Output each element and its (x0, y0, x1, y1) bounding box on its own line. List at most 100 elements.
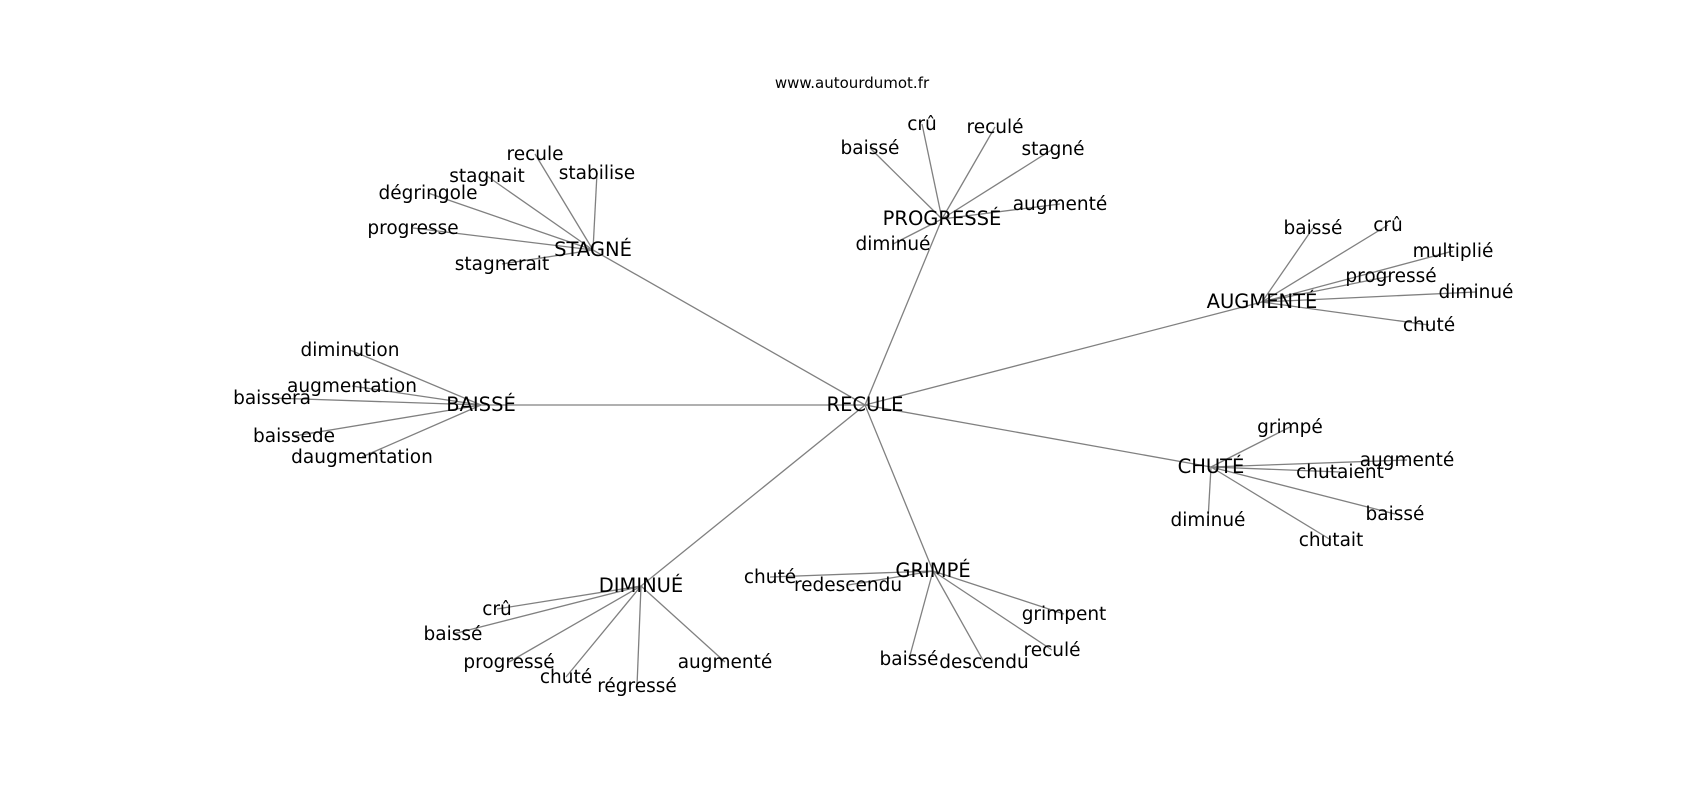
edge-baisse-leaf (349, 349, 482, 406)
edge-diminue-leaf (496, 585, 642, 610)
edge-chute-leaf (1210, 466, 1341, 473)
edge-diminue-leaf (640, 585, 726, 663)
edge-center-grimpe (864, 404, 934, 572)
leaf-node: baissé (424, 624, 483, 645)
edge-stagne-leaf (427, 192, 594, 251)
edge-stagne-leaf (486, 175, 594, 251)
leaf-node: progresse (367, 218, 458, 239)
leaf-node: diminué (1439, 282, 1514, 303)
edge-center-stagne (592, 249, 866, 406)
edge-chute-leaf (1207, 466, 1212, 521)
leaf-node: stagnait (449, 166, 524, 187)
leaf-node: chuté (1403, 315, 1455, 336)
center-node: RECULE (827, 393, 904, 416)
edge-augmente-leaf (1261, 227, 1314, 303)
edge-stagne-leaf (534, 153, 594, 251)
leaf-node: recule (507, 144, 564, 165)
leaf-node: diminution (301, 340, 400, 361)
leaf-node: diminué (856, 234, 931, 255)
leaf-node: augmenté (678, 652, 773, 673)
edge-center-progresse (864, 218, 943, 406)
edge-augmente-leaf (1261, 250, 1454, 303)
edge-progresse-leaf (941, 126, 996, 220)
edge-diminue-leaf (452, 585, 642, 635)
leaf-node: baissede (253, 426, 335, 447)
edge-center-diminue (640, 404, 866, 587)
leaf-node: chutaient (1296, 462, 1384, 483)
leaf-node: crû (482, 599, 512, 620)
leaf-node: baissé (1366, 504, 1425, 525)
leaf-node: diminué (1171, 510, 1246, 531)
hub-node-chute: CHUTÉ (1178, 455, 1245, 478)
leaf-node: stabilise (559, 163, 635, 184)
edge-augmente-leaf (1261, 301, 1430, 326)
leaf-node: chuté (540, 667, 592, 688)
edge-grimpe-leaf (847, 570, 934, 586)
hub-node-grimpe: GRIMPÉ (895, 559, 970, 582)
hub-node-progresse: PROGRESSÉ (883, 207, 1002, 230)
leaf-node: baissé (1284, 218, 1343, 239)
leaf-node: baissera (233, 388, 311, 409)
leaf-node: augmenté (1013, 194, 1108, 215)
edge-diminue-leaf (636, 585, 642, 687)
leaf-node: stagnerait (455, 254, 549, 275)
edge-progresse-leaf (941, 148, 1054, 220)
edge-augmente-leaf (1261, 275, 1392, 303)
hub-node-augmente: AUGMENTÉ (1207, 290, 1318, 313)
leaf-node: grimpent (1022, 604, 1107, 625)
edge-augmente-leaf (1261, 291, 1477, 303)
edge-baisse-leaf (351, 385, 482, 406)
edge-grimpe-leaf (932, 570, 985, 663)
leaf-node: crû (1373, 215, 1403, 236)
edge-baisse-leaf (361, 404, 482, 458)
leaf-node: chutait (1299, 530, 1364, 551)
leaf-node: progressé (1345, 266, 1436, 287)
leaf-node: reculé (967, 117, 1024, 138)
leaf-node: régressé (597, 676, 677, 697)
leaf-node: reculé (1024, 640, 1081, 661)
edge-stagne-leaf (592, 172, 598, 251)
hub-node-baisse: BAISSÉ (446, 393, 516, 416)
edge-stagne-leaf (501, 249, 594, 265)
edge-center-augmente (864, 301, 1263, 406)
edge-chute-leaf (1210, 426, 1291, 468)
edge-progresse-leaf (892, 218, 943, 245)
edge-progresse-leaf (941, 203, 1061, 220)
leaf-node: crû (907, 114, 937, 135)
edge-diminue-leaf (565, 585, 642, 678)
leaf-node: chuté (744, 567, 796, 588)
edge-center-chute (864, 404, 1212, 468)
leaf-node: progressé (463, 652, 554, 673)
leaf-node: baissé (841, 138, 900, 159)
leaf-node: dégringole (379, 183, 478, 204)
leaf-node: baissé (880, 649, 939, 670)
edge-grimpe-leaf (932, 570, 1053, 651)
edge-grimpe-leaf (908, 570, 934, 660)
leaf-node: redescendu (794, 575, 902, 596)
leaf-node: grimpé (1257, 417, 1323, 438)
leaf-node: stagné (1021, 139, 1084, 160)
edge-chute-leaf (1210, 466, 1396, 515)
source-url: www.autourdumot.fr (775, 74, 930, 92)
graph-edges (271, 123, 1477, 687)
edge-grimpe-leaf (932, 570, 1065, 615)
edge-grimpe-leaf (769, 570, 934, 578)
hub-node-diminue: DIMINUÉ (599, 574, 684, 597)
leaf-node: multiplié (1413, 241, 1494, 262)
edge-baisse-leaf (271, 397, 482, 406)
leaf-node: augmenté (1360, 450, 1455, 471)
edge-progresse-leaf (869, 147, 943, 220)
edge-chute-leaf (1210, 466, 1332, 541)
leaf-node: augmentation (287, 376, 417, 397)
edge-chute-leaf (1210, 459, 1408, 468)
edge-augmente-leaf (1261, 224, 1389, 303)
hub-node-stagne: STAGNÉ (554, 238, 632, 261)
leaf-node: descendu (939, 652, 1029, 673)
leaf-node: daugmentation (291, 447, 433, 468)
edge-diminue-leaf (508, 585, 642, 663)
edge-baisse-leaf (293, 404, 482, 437)
edge-progresse-leaf (921, 123, 943, 220)
edge-stagne-leaf (412, 227, 594, 251)
